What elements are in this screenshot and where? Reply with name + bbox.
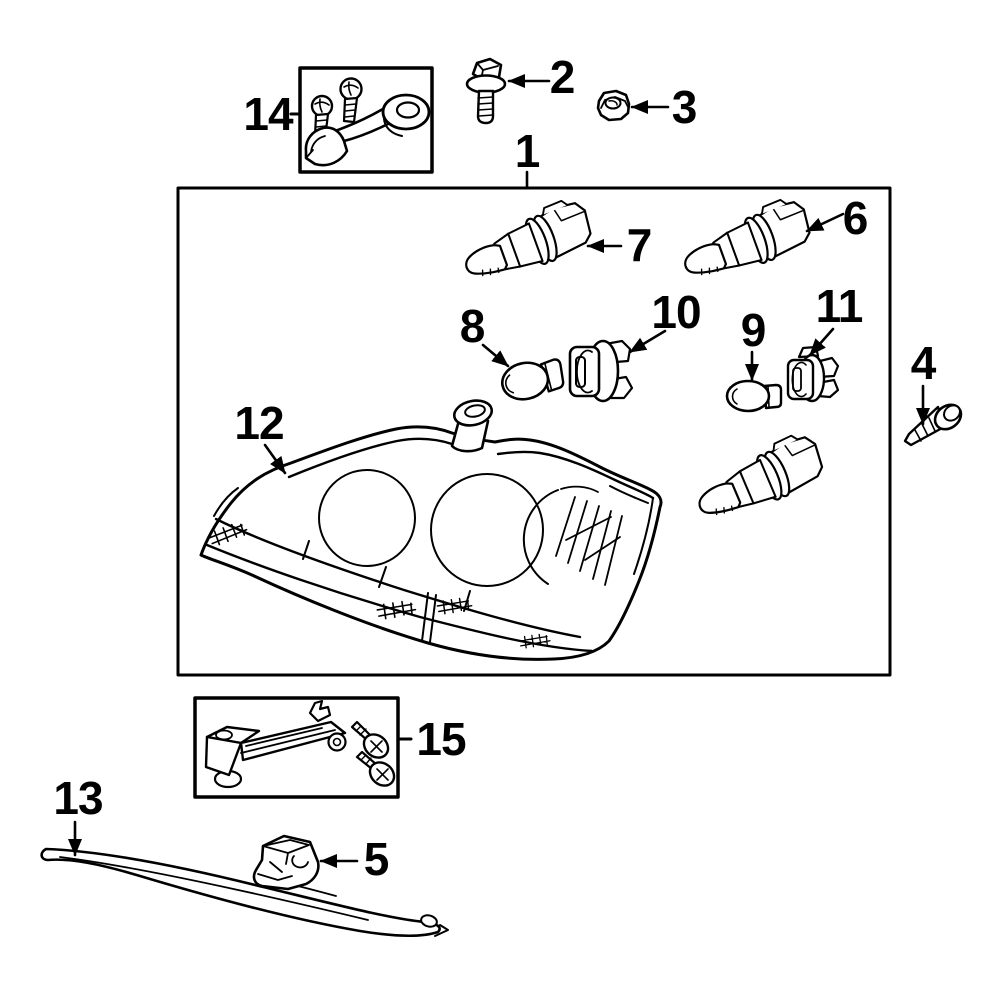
bracket-icon	[304, 93, 431, 167]
part-14-retainer-box	[298, 66, 434, 174]
part-8-bulb	[501, 358, 565, 401]
part-4-screw	[903, 403, 963, 447]
callout-10-label: 10	[651, 286, 701, 338]
bracket-icon	[204, 699, 347, 789]
part-12-headlamp-housing	[199, 399, 663, 661]
callout-7-label: 7	[626, 219, 653, 271]
part-2-bolt	[465, 57, 507, 125]
callout-6-label: 6	[842, 192, 869, 244]
leader-lines	[68, 74, 930, 868]
callout-3-label: 3	[671, 81, 698, 133]
part-5-clip	[252, 834, 320, 891]
part-9-bulb	[725, 379, 783, 413]
part-10-socket	[568, 339, 634, 403]
screw-icon	[355, 750, 396, 787]
part-13-trim-strip	[40, 847, 449, 937]
adjuster-post-icon	[450, 399, 494, 453]
screw-icon	[350, 720, 390, 759]
callout-11-label: 11	[815, 280, 864, 332]
screw-icon	[339, 77, 363, 124]
callout-5-label: 5	[363, 833, 390, 885]
callout-4-label: 4	[910, 337, 937, 389]
callout-2-label: 2	[549, 51, 576, 103]
callout-15-label: 15	[416, 713, 466, 765]
callout-1-label: 1	[514, 125, 541, 177]
screw-icon	[310, 94, 334, 141]
callout-13-label: 13	[53, 772, 103, 824]
callout-8-label: 8	[459, 300, 486, 352]
part-15-bracket-box	[193, 696, 400, 799]
callout-9-label: 9	[740, 304, 767, 356]
callout-14-label: 14	[243, 88, 293, 140]
callout-12-label: 12	[234, 397, 284, 449]
part-3-nut	[596, 89, 631, 122]
